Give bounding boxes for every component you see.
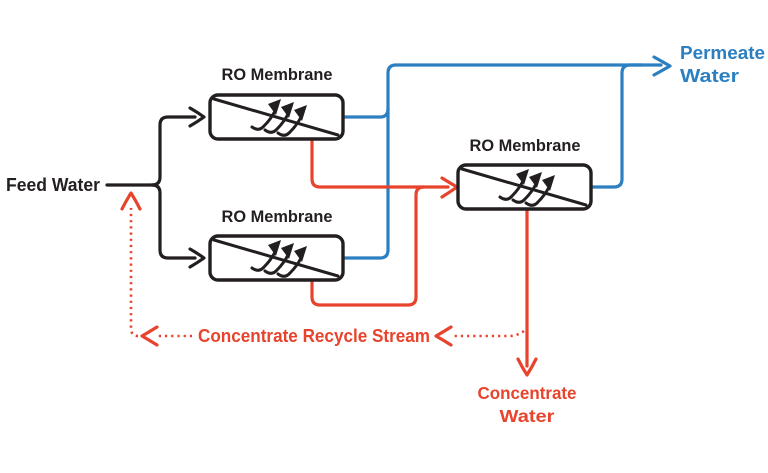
recycle-arrow-up-icon xyxy=(120,191,142,211)
concentrate-line-bottom-membrane xyxy=(310,185,426,307)
concentrate-recycle-label: Concentrate Recycle Stream xyxy=(198,326,430,346)
permeate-line-main xyxy=(341,63,663,260)
recycle-arrow-left-icon xyxy=(140,325,159,347)
concentrate-line-top-membrane xyxy=(310,138,450,189)
recycle-stream xyxy=(120,191,525,347)
ro-membrane-label-stage2: RO Membrane xyxy=(470,137,581,155)
permeate-line-stage2 xyxy=(589,63,644,189)
recycle-dotted-vertical xyxy=(129,208,139,338)
ro-membrane-label-stage1-bottom: RO Membrane xyxy=(222,208,333,226)
permeate-streams xyxy=(341,55,672,260)
concentrate-streams xyxy=(310,138,538,377)
concentrate-water-arrow-icon xyxy=(516,357,538,377)
concentrate-water-label-line2: Water xyxy=(500,406,555,426)
feed-arrow-top-icon xyxy=(188,106,206,128)
feed-lines xyxy=(105,106,206,269)
ro-membrane-box-stage2 xyxy=(458,165,591,209)
concentrate-water-label-line1: Concentrate xyxy=(478,383,577,403)
permeate-line-top-membrane xyxy=(341,107,390,119)
ro-membrane-box-stage1-bottom xyxy=(210,236,343,280)
ro-membrane-box-stage1-top xyxy=(210,95,343,139)
feed-branch-bottom xyxy=(150,183,197,260)
permeate-water-label-line1: Permeate xyxy=(680,43,765,63)
recycle-dotted-right xyxy=(452,329,525,338)
permeate-water-label-line2: Water xyxy=(680,66,739,86)
feed-water-label: Feed Water xyxy=(6,175,100,195)
permeate-arrow-icon xyxy=(652,55,672,77)
recycle-arrow-right-icon xyxy=(434,325,453,347)
feed-arrow-bottom-icon xyxy=(188,247,206,269)
ro-membrane-label-stage1-top: RO Membrane xyxy=(222,66,333,84)
feed-branch-top xyxy=(150,115,197,187)
